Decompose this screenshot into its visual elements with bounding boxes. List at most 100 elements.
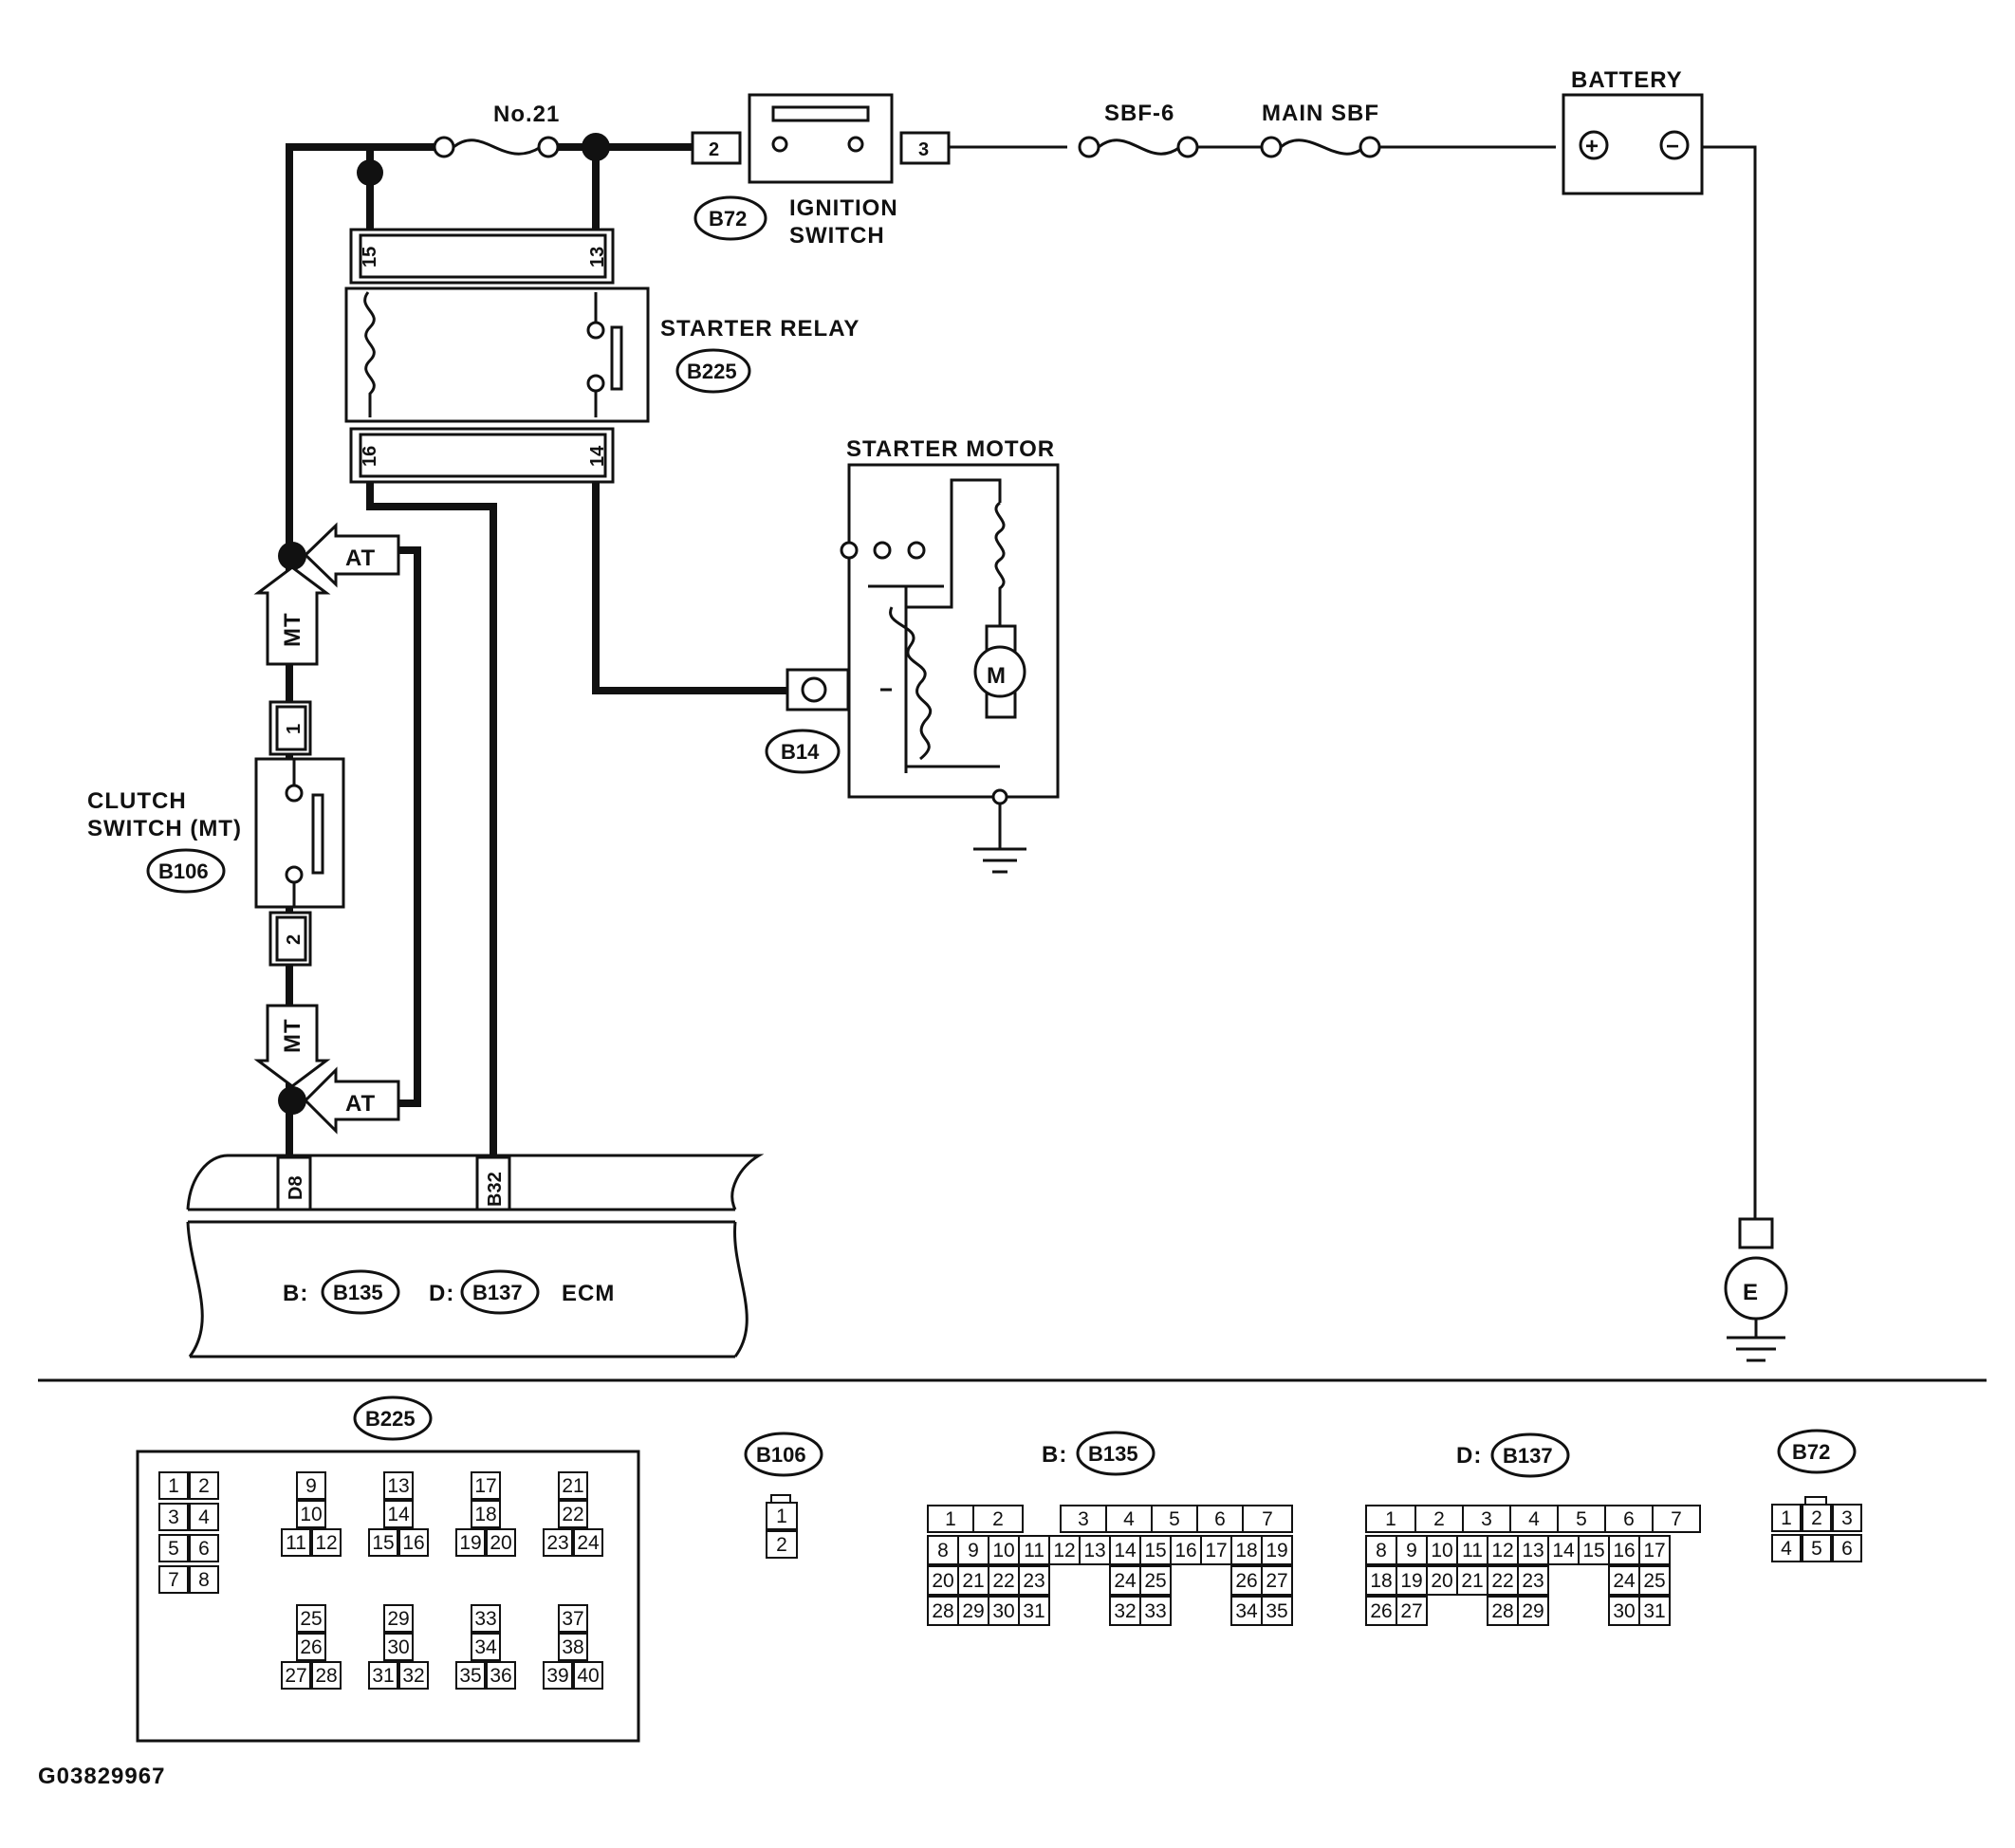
at-label-bottom: AT: [345, 1091, 376, 1117]
b137-pin-3: 3: [1481, 1508, 1492, 1530]
b225-pin-9: 9: [305, 1475, 317, 1497]
b137-pin-16-cell: [1608, 1535, 1640, 1565]
ground-e-label: E: [1743, 1280, 1759, 1305]
b137-pin-21: 21: [1461, 1570, 1483, 1592]
mt-label-bottom: MT: [280, 1018, 305, 1053]
ecm-d-prefix: D:: [429, 1281, 454, 1306]
b225-view-frame: [136, 1450, 640, 1743]
b137-pin-7: 7: [1671, 1508, 1682, 1530]
b135-pin-10-cell: [988, 1535, 1020, 1565]
b225-pin-3: 3: [168, 1506, 179, 1528]
view-b106-title: B106: [756, 1443, 806, 1467]
b137-pin-12-cell: [1487, 1535, 1519, 1565]
b225-pin-29: 29: [387, 1608, 409, 1630]
sbf6-label: SBF-6: [1104, 101, 1174, 126]
b225-pin-7-cell: [158, 1565, 189, 1594]
b135-pin-26: 26: [1235, 1570, 1257, 1592]
b225-pin-29-cell: [383, 1604, 414, 1633]
relay-pin-13: 13: [587, 247, 608, 268]
b106-pin-2: 2: [776, 1534, 787, 1556]
starter-motor-label: STARTER MOTOR: [846, 436, 1055, 462]
view-b137-title: B137: [1503, 1444, 1553, 1468]
b137-pin-30: 30: [1613, 1600, 1635, 1622]
b225-pin-31: 31: [372, 1665, 394, 1687]
mt-label-top: MT: [280, 612, 305, 647]
b135-pin-27: 27: [1266, 1570, 1287, 1592]
b225-pin-39-cell: [543, 1661, 573, 1690]
b135-pin-5: 5: [1169, 1508, 1180, 1530]
b106-pin-1: 1: [776, 1506, 787, 1527]
b72-pin-4-cell: [1771, 1534, 1802, 1562]
clutch-pin-2: 2: [284, 934, 305, 945]
b137-pin-4-cell: [1509, 1505, 1559, 1533]
clutch-switch-label-line1: CLUTCH: [87, 788, 187, 814]
b135-pin-12: 12: [1053, 1540, 1075, 1562]
b225-pin-27-cell: [281, 1661, 311, 1690]
b225-pin-21: 21: [562, 1475, 583, 1497]
b137-pin-31: 31: [1643, 1600, 1665, 1622]
b135-pin-5-cell: [1151, 1505, 1198, 1533]
b225-pin-4-cell: [189, 1503, 219, 1531]
ignition-switch-label-line2: SWITCH: [789, 223, 885, 249]
b135-pin-6: 6: [1214, 1508, 1226, 1530]
battery-label: BATTERY: [1571, 67, 1683, 93]
starter-motor: [786, 463, 1060, 874]
b135-pin-14-cell: [1109, 1535, 1141, 1565]
view-b135-prefix: B:: [1042, 1442, 1067, 1468]
b225-pin-16: 16: [402, 1532, 424, 1554]
b225-pin-22: 22: [562, 1504, 583, 1525]
b72-latch: [1804, 1496, 1827, 1506]
b135-pin-15-cell: [1139, 1535, 1172, 1565]
b225-pin-19: 19: [459, 1532, 481, 1554]
b137-pin-26: 26: [1370, 1600, 1392, 1622]
b225-pin-20: 20: [490, 1532, 511, 1554]
b72-pin-6: 6: [1841, 1538, 1853, 1560]
b137-pin-11: 11: [1462, 1540, 1483, 1562]
b137-pin-5: 5: [1576, 1508, 1587, 1530]
b137-pin-24-cell: [1608, 1565, 1640, 1596]
b72-pin-4: 4: [1781, 1538, 1792, 1560]
b137-pin-2: 2: [1433, 1508, 1445, 1530]
b225-pin-1: 1: [168, 1475, 179, 1497]
b137-pin-6: 6: [1623, 1508, 1635, 1530]
b137-pin-19: 19: [1400, 1570, 1422, 1592]
b135-pin-2-cell: [972, 1505, 1024, 1533]
b135-pin-27-cell: [1261, 1565, 1293, 1596]
b225-pin-15-cell: [368, 1528, 398, 1557]
b135-pin-29-cell: [957, 1596, 989, 1626]
b135-pin-35: 35: [1266, 1600, 1287, 1622]
b135-pin-24: 24: [1114, 1570, 1137, 1592]
b135-pin-13: 13: [1083, 1540, 1105, 1562]
b225-pin-31-cell: [368, 1661, 398, 1690]
b225-pin-23-cell: [543, 1528, 573, 1557]
fuse-no21-label: No.21: [493, 102, 560, 127]
b225-pin-12: 12: [315, 1532, 337, 1554]
ecm-b-prefix: B:: [283, 1281, 308, 1306]
b137-pin-30-cell: [1608, 1596, 1640, 1626]
b225-pin-28-cell: [311, 1661, 342, 1690]
b225-pin-33: 33: [474, 1608, 496, 1630]
b135-pin-32-cell: [1109, 1596, 1141, 1626]
b135-pin-24-cell: [1109, 1565, 1141, 1596]
clutch-switch-label-line2: SWITCH (MT): [87, 816, 242, 841]
b137-pin-3-cell: [1462, 1505, 1511, 1533]
b225-pin-4: 4: [198, 1506, 210, 1528]
b135-pin-8-cell: [927, 1535, 959, 1565]
b225-pin-19-cell: [455, 1528, 486, 1557]
ecm-pin-b32: B32: [485, 1172, 506, 1207]
relay-pin-16: 16: [360, 446, 380, 467]
b137-pin-27-cell: [1396, 1596, 1428, 1626]
b225-pin-23: 23: [546, 1532, 568, 1554]
b137-pin-7-cell: [1652, 1505, 1701, 1533]
at-arrow-bottom: [303, 1066, 400, 1135]
b225-pin-24: 24: [577, 1532, 600, 1554]
b137-pin-28: 28: [1491, 1600, 1513, 1622]
b137-pin-31-cell: [1638, 1596, 1671, 1626]
b225-pin-35-cell: [455, 1661, 486, 1690]
fuse-sbf6: [1078, 136, 1199, 158]
b225-pin-7: 7: [168, 1569, 179, 1591]
ignition-pin-3: 3: [918, 139, 929, 160]
b135-pin-19: 19: [1266, 1540, 1287, 1562]
